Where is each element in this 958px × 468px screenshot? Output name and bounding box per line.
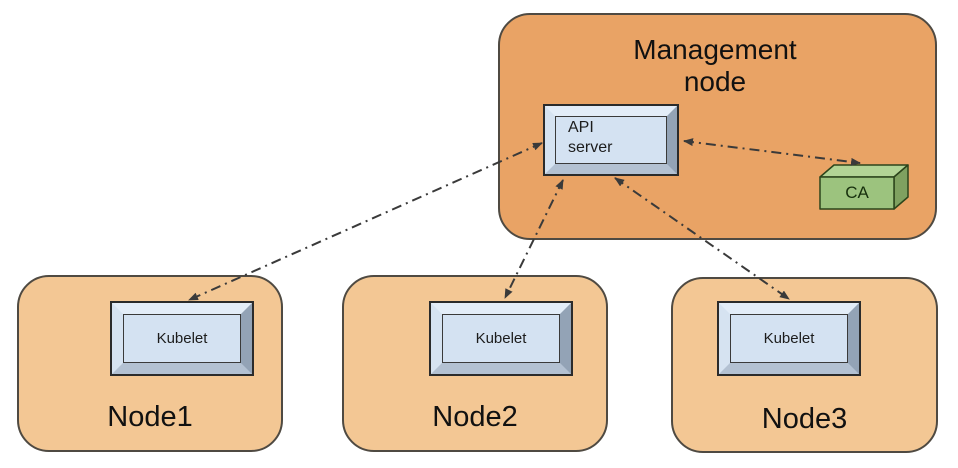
node2-kubelet-label: Kubelet (475, 330, 527, 347)
node2-kubelet-box: Kubelet (429, 301, 573, 376)
management-node-label: Management node (633, 34, 797, 97)
node2-box: Kubelet Node2 (342, 275, 608, 452)
node3-label: Node3 (761, 403, 848, 435)
ca-cuboid-shape (819, 164, 909, 210)
node3-box: Kubelet Node3 (671, 277, 938, 453)
node1-box: Kubelet Node1 (17, 275, 283, 452)
api-server-label: API server (568, 119, 613, 156)
node1-kubelet-label: Kubelet (156, 330, 208, 347)
node3-kubelet-label: Kubelet (763, 330, 815, 347)
ca-label: CA (845, 183, 869, 202)
node3-kubelet-box: Kubelet (717, 301, 861, 376)
node2-label: Node2 (432, 401, 518, 433)
api-server-box: API server (543, 104, 679, 176)
node1-label: Node1 (107, 401, 193, 433)
ca-box: CA (818, 161, 910, 213)
node1-kubelet-box: Kubelet (110, 301, 254, 376)
